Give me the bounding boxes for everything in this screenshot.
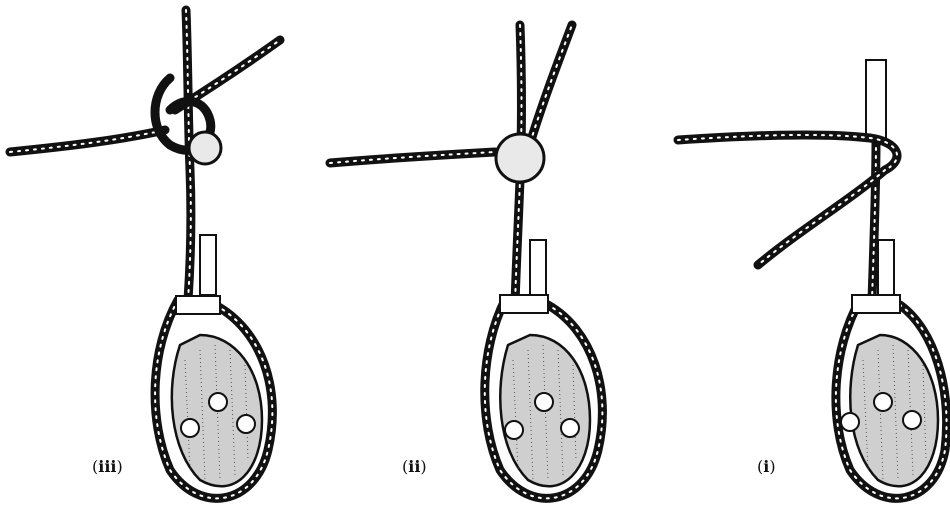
- figure-i-hole-left: [841, 413, 859, 431]
- figure-i-standing-top: [866, 60, 886, 140]
- figure-iii-knot: [189, 132, 221, 164]
- figure-label-iii: (iii): [92, 457, 123, 476]
- figure-label-i: (i): [757, 457, 776, 476]
- figure-iii-hole-left: [181, 419, 199, 437]
- figure-label-ii: (ii): [402, 457, 427, 476]
- figure-i-hole-top: [874, 393, 892, 411]
- figure-ii-tail-end: [530, 240, 546, 295]
- figure-i: [678, 60, 947, 498]
- figure-i-hole-right: [903, 411, 921, 429]
- figure-ii-hole-left: [505, 421, 523, 439]
- figure-ii-knot: [496, 134, 544, 182]
- figure-ii-hole-top: [535, 393, 553, 411]
- figure-iii-horizontal-rope: [10, 130, 165, 152]
- figure-iii-hole-top: [209, 393, 227, 411]
- figure-iii: [10, 10, 280, 498]
- figure-label-ii-text: ii: [408, 457, 420, 476]
- figure-i-deadeye: [850, 335, 938, 486]
- figure-iii-hole-right: [237, 415, 255, 433]
- figure-iii-seizing: [176, 296, 220, 314]
- figure-ii-seizing: [500, 295, 548, 313]
- figure-i-tail-end: [878, 240, 894, 295]
- figure-iii-tail-end: [200, 235, 216, 295]
- figure-label-iii-text: iii: [98, 457, 116, 476]
- figure-i-horizontal-rope: [678, 135, 897, 170]
- figure-ii-hole-right: [561, 419, 579, 437]
- figure-ii: [330, 25, 602, 498]
- figure-i-seizing: [852, 295, 900, 313]
